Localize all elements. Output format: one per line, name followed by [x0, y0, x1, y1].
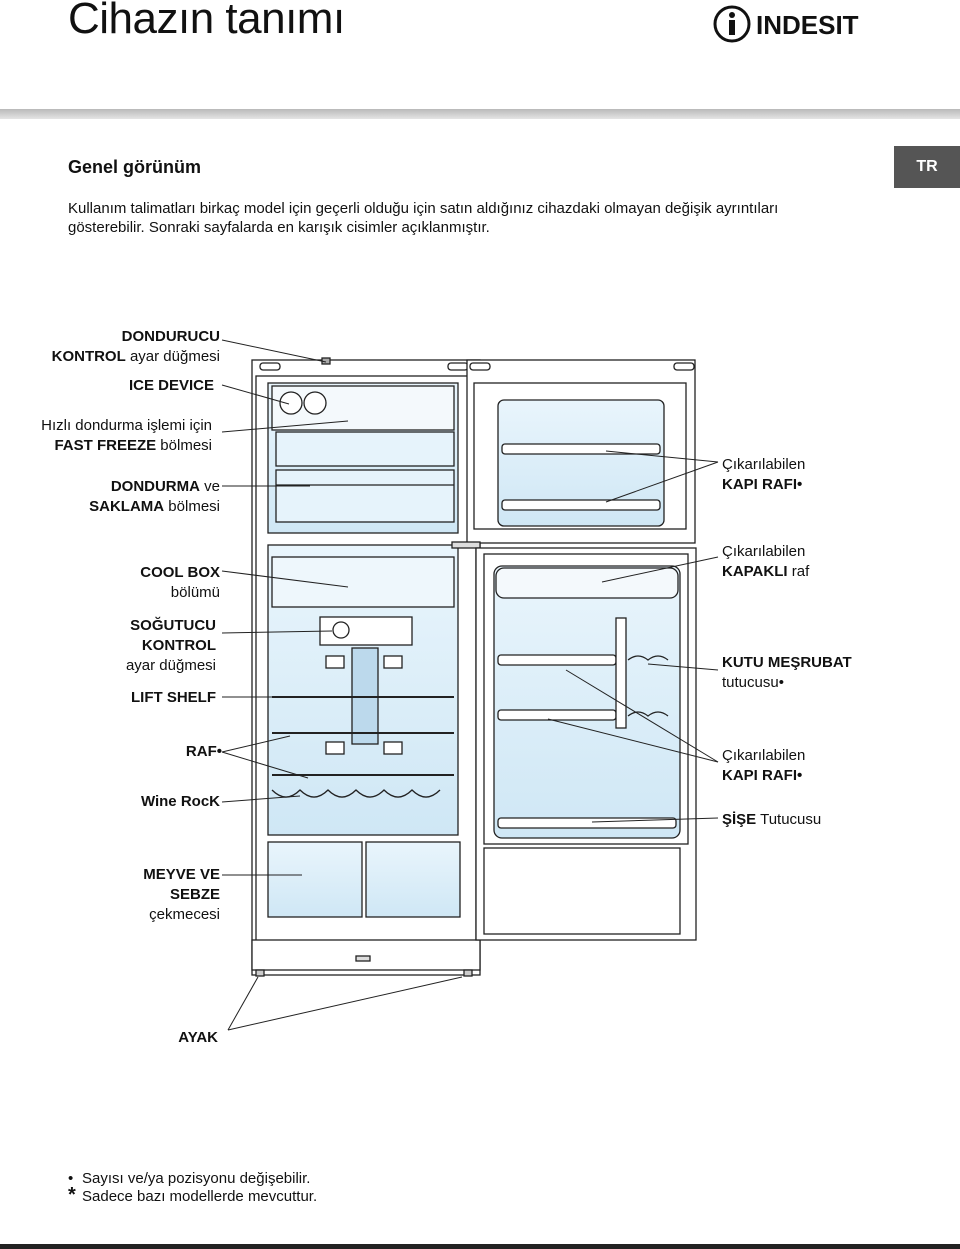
footnote-bullet: •Sayısı ve/ya pozisyonu değişebilir. — [68, 1170, 311, 1187]
label-fast-freeze: Hızlı dondurma işlemi için FAST FREEZE b… — [41, 417, 212, 454]
label-lidded-shelf: Çıkarılabilen KAPAKLI raf — [722, 543, 810, 580]
label-wine-rack: Wine RocK — [140, 793, 220, 810]
label-freeze-store: DONDURMA ve SAKLAMA bölmesi — [89, 478, 220, 515]
bottom-rule — [0, 1244, 960, 1249]
footnote-star: *Sadece bazı modellerde mevcuttur. — [68, 1184, 318, 1206]
label-lift-shelf: LIFT SHELF — [131, 689, 216, 706]
label-shelf: RAF• — [185, 743, 222, 760]
label-cool-box: COOL BOX bölümü — [140, 564, 220, 601]
indesit-logo: INDESIT — [713, 5, 859, 43]
label-foot: AYAK — [178, 1029, 218, 1046]
section-title: Genel görünüm — [68, 157, 202, 177]
language-badge: TR — [894, 146, 960, 188]
label-bottle-holder: ŞİŞE Tutucusu — [722, 811, 822, 828]
intro-text: Kullanım talimatları birkaç model için g… — [68, 200, 779, 236]
label-door-shelf-bottom: Çıkarılabilen KAPI RAFI• — [722, 747, 806, 784]
cool-box — [271, 556, 455, 608]
brand-text: INDESIT — [756, 10, 859, 40]
label-crisper: MEYVE VE SEBZE çekmecesi — [143, 866, 220, 923]
wine-rack — [271, 789, 441, 798]
ice-device-dial-2 — [303, 391, 327, 415]
label-door-shelf-top: Çıkarılabilen KAPI RAFI• — [722, 456, 806, 493]
can-holder — [627, 655, 669, 717]
crisper-right — [365, 841, 461, 918]
label-can-holder: KUTU MEŞRUBAT tutucusu• — [722, 654, 852, 691]
label-ice-device: ICE DEVICE — [128, 377, 214, 394]
label-freezer-control: DONDURUCU KONTROL ayar düğmesi — [51, 328, 220, 365]
label-fridge-control: SOĞUTUCU KONTROL ayar düğmesi — [125, 617, 216, 674]
lidded-shelf — [495, 567, 679, 599]
fridge-control-dial — [332, 621, 350, 639]
page-title: Cihazın tanımı — [68, 0, 345, 43]
header-rule — [0, 109, 960, 119]
crisper-left — [267, 841, 363, 918]
ice-device-dial-1 — [279, 391, 303, 415]
